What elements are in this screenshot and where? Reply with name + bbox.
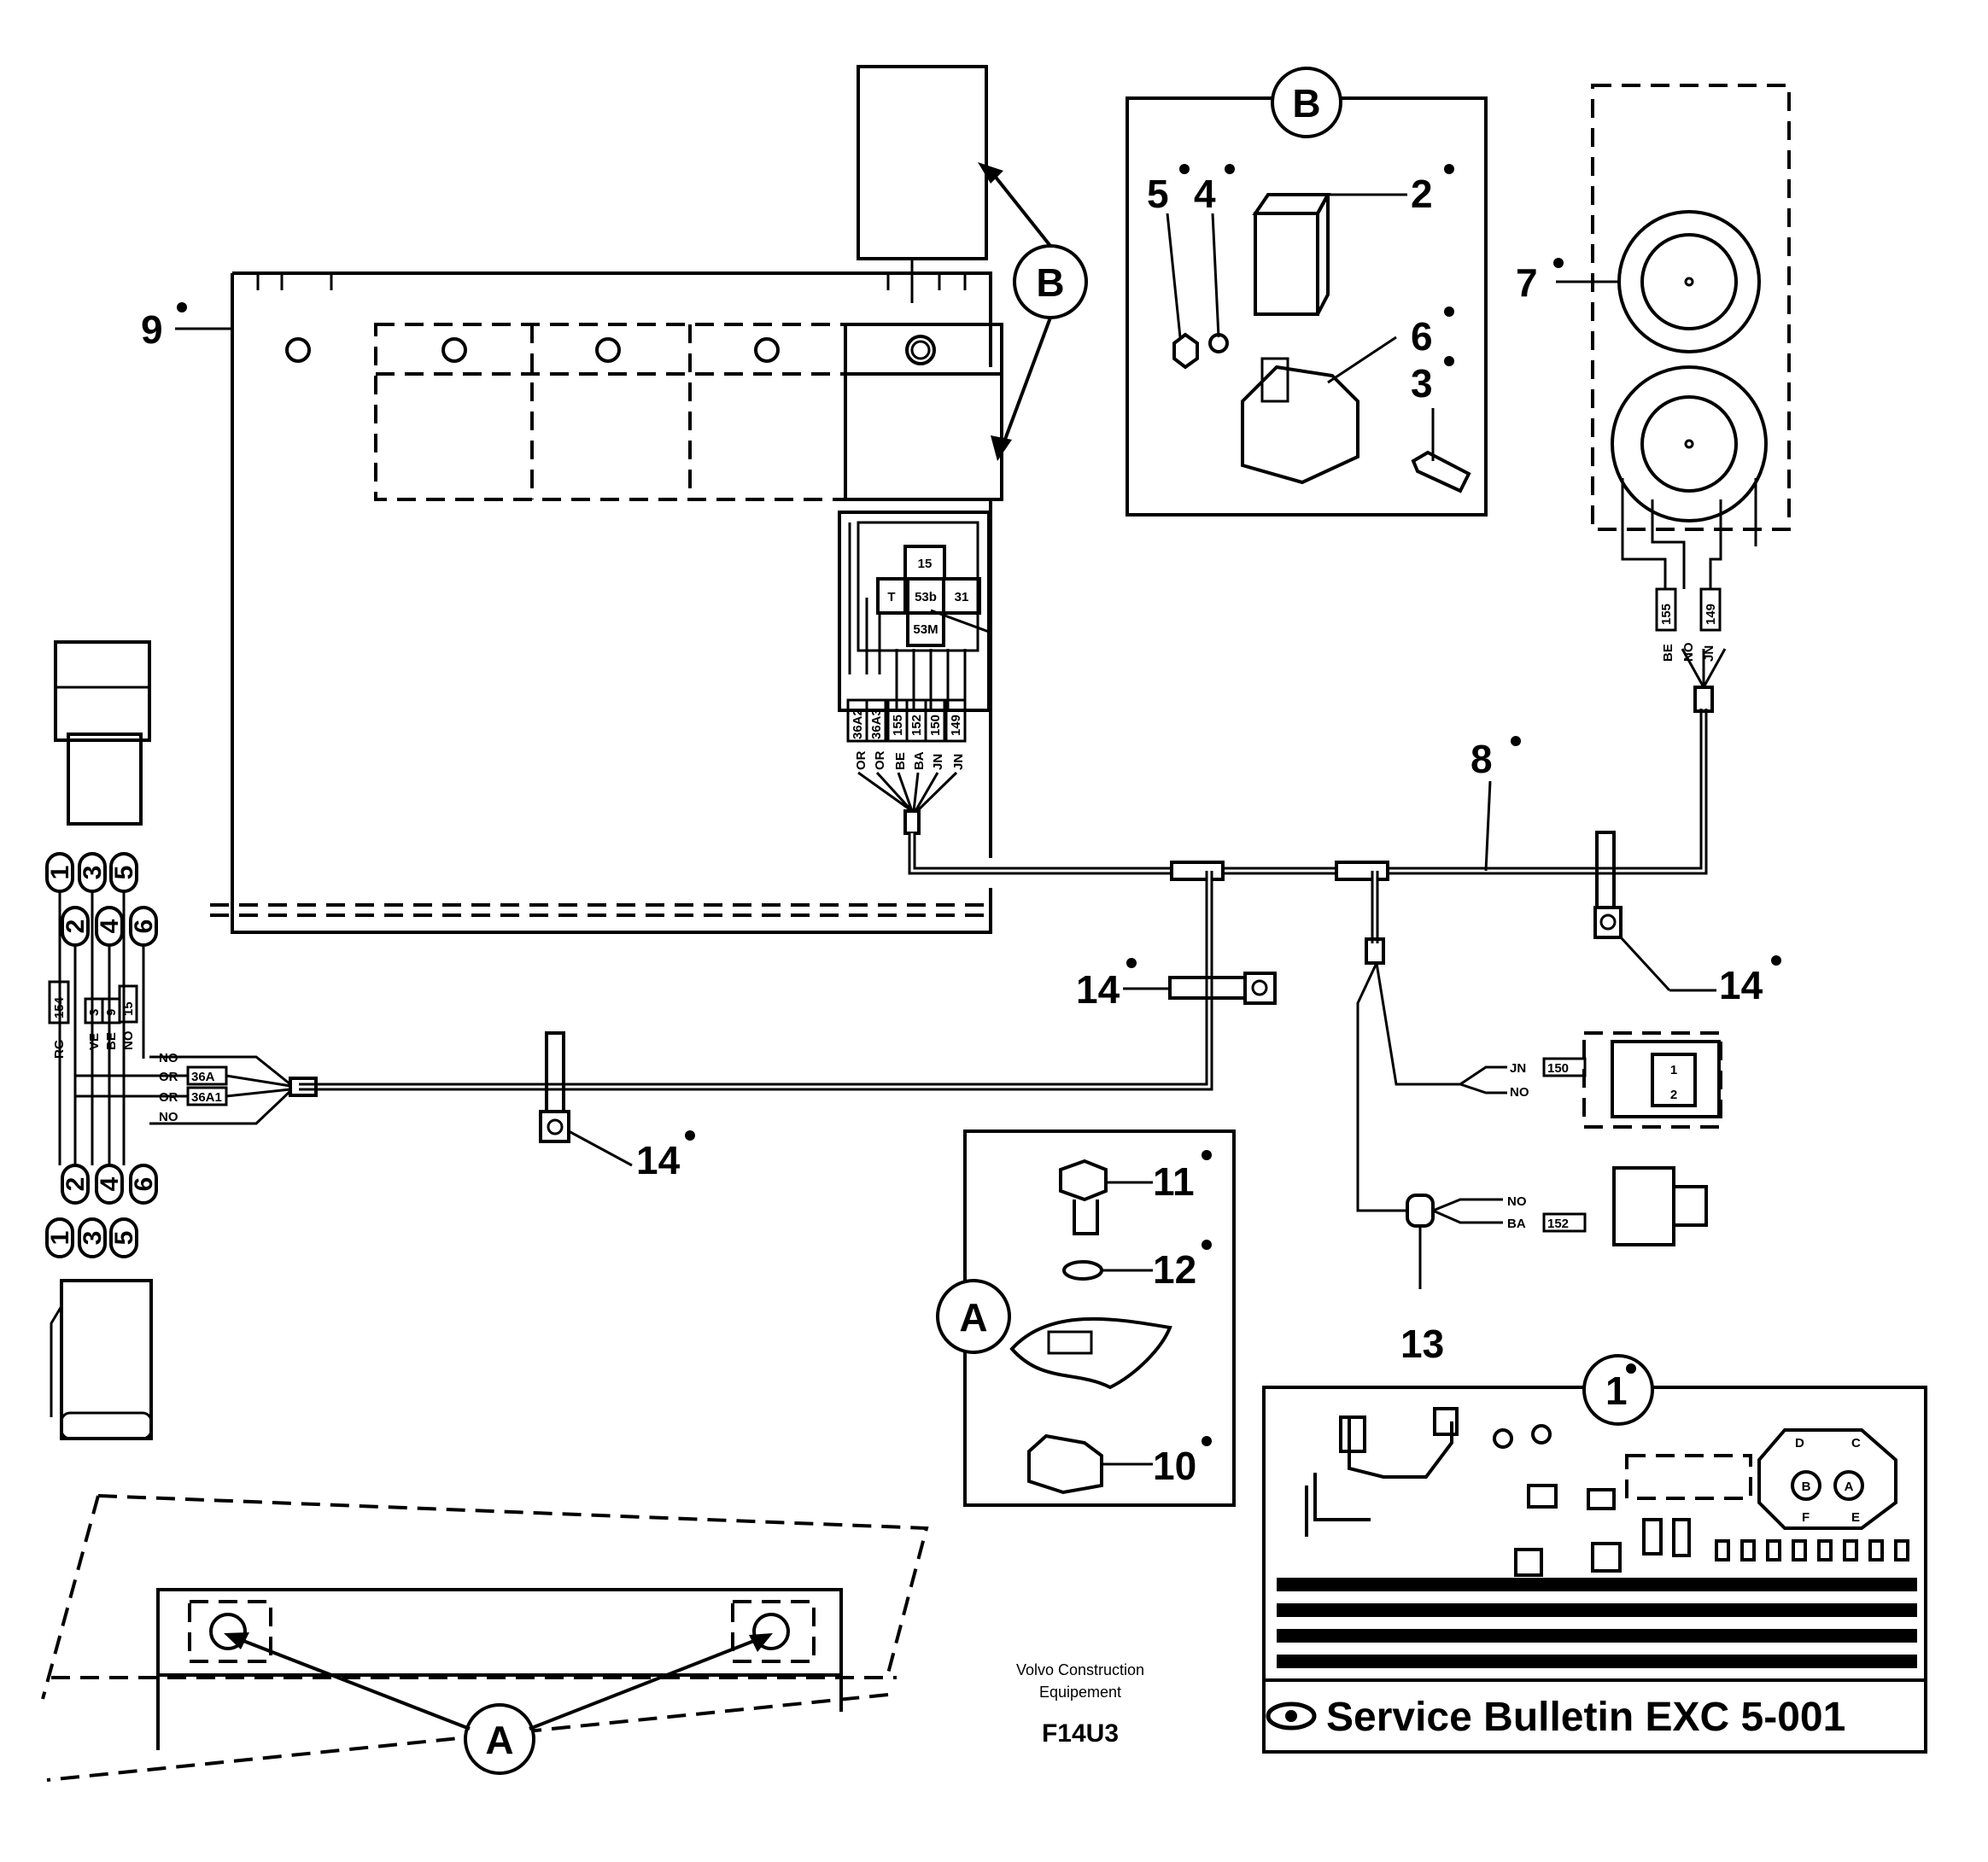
callout-5: 5 — [1147, 172, 1169, 216]
switch-pos-6-top: 6 — [130, 919, 158, 934]
code-154: 154 — [52, 996, 67, 1019]
callout-11: 11 — [1153, 1159, 1195, 1204]
callout-9: 9 — [141, 307, 163, 352]
callout-14-right: 14 — [1719, 963, 1763, 1007]
callout-4: 4 — [1194, 172, 1216, 216]
code-149-right: 149 — [1704, 604, 1718, 625]
control-panel — [210, 65, 1003, 934]
color-no-bottom: NO — [159, 1110, 178, 1124]
switch-pos-4-top: 4 — [96, 919, 124, 933]
bottom-mount-detail: A — [41, 1494, 929, 1782]
color-or-1: OR — [854, 750, 868, 770]
switch-pos-5-top: 5 — [110, 866, 138, 880]
callout-10: 10 — [1153, 1444, 1196, 1488]
color-or-2: OR — [873, 750, 887, 770]
manufacturer-name-line2: Equipement — [1039, 1684, 1121, 1701]
code-152-pressure: 152 — [1547, 1217, 1569, 1231]
valve-port-f: F — [1802, 1510, 1810, 1525]
code-15: 15 — [121, 1001, 136, 1016]
relay-socket-wiring: 15 T 53b 31 53M 36A2 36A3 155 152 150 14… — [838, 511, 991, 835]
terminal-53m: 53M — [913, 622, 938, 637]
valve-port-b: B — [1802, 1480, 1811, 1494]
code-152: 152 — [909, 715, 924, 736]
color-jn-2: JN — [951, 754, 966, 770]
valve-port-d: D — [1795, 1436, 1804, 1450]
color-no-sensor: NO — [1510, 1085, 1529, 1100]
manufacturer-name: Volvo Construction — [1016, 1661, 1144, 1678]
color-jn-sensor: JN — [1510, 1061, 1526, 1076]
callout-2: 2 — [1411, 172, 1433, 216]
switch-pos-3-bottom: 3 — [79, 1231, 107, 1246]
valve-port-e: E — [1851, 1510, 1860, 1525]
callout-6: 6 — [1411, 314, 1433, 359]
leader-lines — [175, 193, 1716, 1466]
switch-pos-2-bottom: 2 — [61, 1177, 90, 1192]
code-36a3: 36A3 — [869, 709, 884, 739]
color-no-left: NO — [121, 1030, 136, 1050]
code-149: 149 — [949, 715, 963, 736]
switch-pos-6-bottom: 6 — [130, 1177, 158, 1192]
callout-3: 3 — [1411, 361, 1433, 406]
code-9: 9 — [104, 1009, 119, 1016]
terminal-53b: 53b — [915, 590, 937, 604]
color-be-right: BE — [1661, 644, 1675, 662]
detail-b-reference-label: B — [1036, 260, 1064, 305]
color-jn-right: JN — [1702, 645, 1716, 662]
detail-b-label: B — [1292, 81, 1320, 125]
connector-7-detail: 155 149 BE NO JN — [1591, 84, 1791, 662]
figure-code: F14U3 — [1042, 1719, 1119, 1748]
sensor-pin-1: 1 — [1670, 1063, 1677, 1077]
service-bulletin-kit: B A D C F E Service Bulletin EXC 5-001 — [1262, 1354, 1927, 1754]
figure-footer: Volvo Construction Equipement F14U3 — [1016, 1661, 1144, 1748]
detail-a-label: A — [959, 1295, 987, 1340]
code-150-sensor: 150 — [1547, 1061, 1569, 1076]
callout-14-left: 14 — [636, 1138, 681, 1182]
code-155-right: 155 — [1659, 604, 1674, 625]
main-harness — [289, 648, 1727, 1212]
eye-icon — [1266, 1701, 1317, 1731]
color-be: BE — [893, 752, 908, 770]
bottom-detail-a-label: A — [485, 1718, 513, 1762]
code-36a1: 36A1 — [191, 1090, 222, 1105]
code-3: 3 — [87, 1009, 102, 1016]
switch-pos-1-bottom: 1 — [46, 1231, 74, 1246]
color-ve: VE — [87, 1033, 102, 1050]
color-no-right: NO — [1681, 642, 1696, 662]
callout-7: 7 — [1516, 260, 1538, 305]
switch-pos-4-bottom: 4 — [96, 1176, 124, 1191]
switch-pos-5-bottom: 5 — [110, 1231, 138, 1246]
callout-12: 12 — [1153, 1247, 1196, 1292]
code-155: 155 — [891, 715, 905, 736]
terminal-15: 15 — [918, 557, 933, 571]
sensor-150: 1 2 150 JN NO — [1459, 1031, 1722, 1129]
callout-13: 13 — [1400, 1322, 1444, 1366]
color-rg: RG — [52, 1040, 67, 1059]
color-ba: BA — [912, 751, 927, 770]
service-bulletin-title: Service Bulletin EXC 5-001 — [1326, 1695, 1845, 1740]
sensor-pin-2: 2 — [1670, 1088, 1677, 1102]
color-jn-1: JN — [931, 754, 945, 770]
callout-1: 1 — [1605, 1369, 1628, 1413]
reference-arrows: B — [224, 162, 1088, 1731]
code-36a2: 36A2 — [851, 709, 865, 739]
color-ba-pressure: BA — [1507, 1217, 1526, 1231]
callout-8: 8 — [1471, 737, 1493, 781]
detail-a-box: A — [936, 1129, 1236, 1507]
switch-pos-2-top: 2 — [61, 919, 90, 934]
code-150: 150 — [928, 715, 943, 736]
callout-14-center: 14 — [1076, 967, 1120, 1012]
switch-pos-1-top: 1 — [46, 866, 74, 880]
left-switch-assembly: 1 3 5 2 4 6 2 4 6 1 3 5 154 RG 3 9 15 VE — [45, 640, 292, 1440]
callout-numbers: 9 5 4 2 6 3 7 8 14 14 14 11 12 10 13 1 — [141, 164, 1781, 1488]
terminal-31: 31 — [955, 590, 969, 604]
valve-port-a: A — [1845, 1480, 1854, 1494]
switch-pos-3-top: 3 — [79, 866, 107, 880]
color-be-left: BE — [104, 1032, 119, 1050]
color-no-pressure: NO — [1507, 1194, 1527, 1209]
pressure-switch-152: NO BA 152 — [1406, 1166, 1708, 1289]
terminal-t: T — [887, 590, 895, 604]
valve-port-c: C — [1851, 1436, 1861, 1450]
code-36a: 36A — [191, 1070, 215, 1084]
